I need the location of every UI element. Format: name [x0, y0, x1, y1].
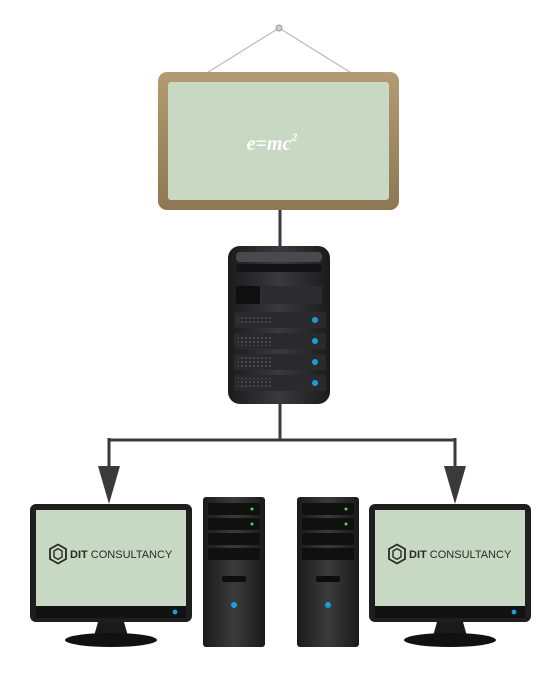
- brand-logo: [388, 543, 406, 565]
- status-led-icon: [312, 359, 318, 365]
- drive-slot: [302, 548, 354, 560]
- monitor-stand: [65, 633, 157, 647]
- hanging-string-left: [204, 27, 280, 75]
- formula-text: e=mc2: [247, 130, 298, 155]
- hexagon-inner-icon: [392, 547, 402, 561]
- monitor-neck: [433, 622, 467, 636]
- monitor-stand: [404, 633, 496, 647]
- drive-slot: [208, 533, 260, 545]
- hexagon-inner-icon: [53, 547, 63, 561]
- vent-grille: [238, 357, 272, 367]
- usb-port: [222, 576, 246, 582]
- drive-slot: [208, 548, 260, 560]
- power-led-icon: [231, 602, 237, 608]
- hexagon-logo-icon: [49, 543, 67, 565]
- monitor-chin: [375, 606, 525, 618]
- vent-grille: [238, 315, 272, 325]
- server-drive-bays: [234, 312, 326, 391]
- nail-icon: [275, 24, 283, 32]
- connector-tree: [98, 404, 466, 504]
- monitor-chin: [36, 606, 186, 618]
- status-led-icon: [312, 380, 318, 386]
- vent-grille: [238, 378, 272, 388]
- drive-slot: [208, 518, 260, 530]
- brand-name: DIT CONSULTANCY: [70, 549, 173, 561]
- monitor-left: DIT CONSULTANCY: [30, 504, 192, 647]
- drive-led-icon: [344, 507, 348, 511]
- drive-slot: [302, 533, 354, 545]
- drive-led-icon: [250, 507, 254, 511]
- power-led-icon: [172, 609, 178, 615]
- hanging-string-right: [278, 27, 354, 75]
- drive-slot: [208, 503, 260, 515]
- status-led-icon: [312, 317, 318, 323]
- arrow-down-left-icon: [98, 466, 120, 504]
- chalkboard: e=mc2: [158, 24, 399, 210]
- power-led-icon: [511, 609, 517, 615]
- server-top-band: [236, 252, 322, 262]
- usb-port: [316, 576, 340, 582]
- drive-led-icon: [344, 522, 348, 526]
- server-display: [236, 286, 260, 304]
- tower-right: [297, 497, 359, 647]
- server-top-slot: [236, 264, 322, 272]
- brand-name: DIT CONSULTANCY: [409, 549, 512, 561]
- arrow-down-right-icon: [444, 466, 466, 504]
- drive-slot: [302, 503, 354, 515]
- brand-logo: [49, 543, 67, 565]
- server-panel: [262, 286, 322, 304]
- board-surface: [168, 82, 389, 200]
- monitor-neck: [94, 622, 128, 636]
- drive-led-icon: [250, 522, 254, 526]
- vent-grille: [238, 336, 272, 346]
- power-led-icon: [325, 602, 331, 608]
- server: [228, 246, 330, 404]
- status-led-icon: [312, 338, 318, 344]
- drive-slot: [302, 518, 354, 530]
- tower-left: [203, 497, 265, 647]
- hexagon-logo-icon: [388, 543, 406, 565]
- monitor-right: DIT CONSULTANCY: [369, 504, 531, 647]
